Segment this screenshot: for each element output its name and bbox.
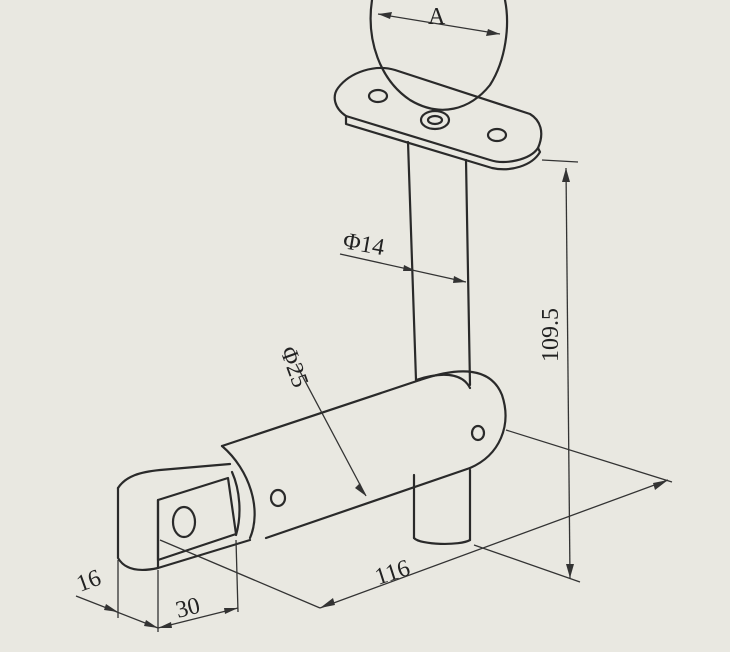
saddle-plate	[333, 66, 543, 171]
end-fitting	[116, 462, 252, 571]
dim-length: 116	[159, 429, 673, 609]
handrail-profile	[369, 0, 509, 111]
label-height: 109.5	[538, 308, 564, 362]
dim-tube-diameter: Φ25	[274, 343, 367, 497]
label-length: 116	[372, 555, 413, 591]
dim-post-diameter: Φ14	[339, 228, 467, 283]
label-tube-diameter: Φ25	[274, 343, 313, 391]
vertical-post	[406, 140, 472, 545]
plate-hole-left	[367, 88, 389, 104]
dim-end-width: 30	[157, 539, 239, 632]
label-width-a: A	[428, 4, 446, 30]
tube-screw-hole	[470, 424, 486, 442]
collar-screw-hole	[269, 488, 287, 508]
plate-hole-right	[486, 127, 508, 143]
arm-tube	[220, 370, 507, 540]
end-fitting-hole	[171, 505, 197, 539]
label-end-width: 30	[173, 593, 203, 624]
dim-height: 109.5	[473, 159, 581, 583]
label-end-thickness: 16	[73, 565, 104, 598]
plate-hole-center	[419, 109, 451, 131]
